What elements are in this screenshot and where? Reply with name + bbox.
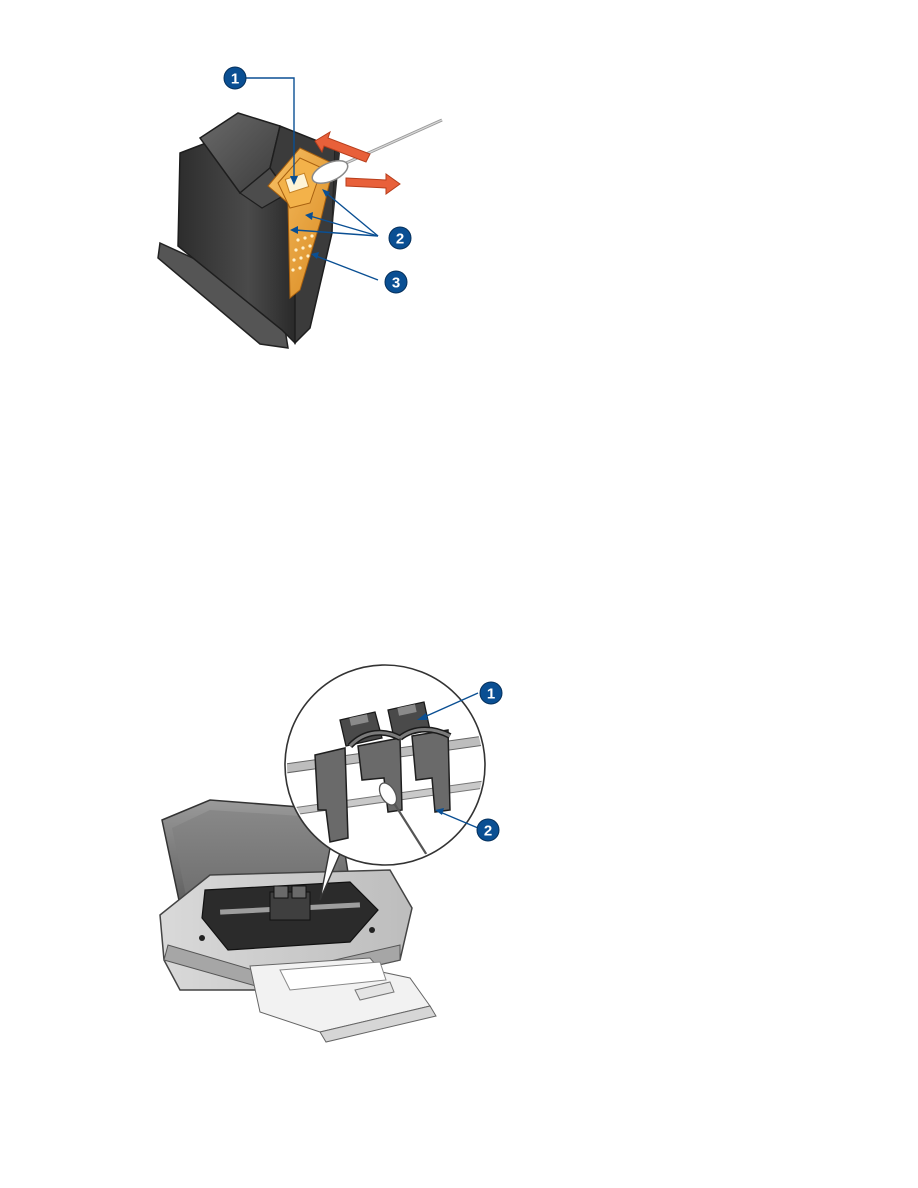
callout-1-number: 1	[231, 71, 239, 88]
magnified-cradle-view	[284, 664, 486, 866]
cartridge-cleaning-illustration: 1 2 3	[150, 58, 450, 350]
callout-leaders-2	[421, 692, 479, 829]
callout-3-number: 3	[392, 275, 400, 292]
printer-cradle-illustration: 1 2	[150, 660, 520, 1045]
callout-2-badge: 2	[388, 226, 412, 250]
cleaning-swab	[311, 118, 443, 185]
callout-1-badge: 1	[223, 66, 247, 90]
callout-leaders	[246, 77, 379, 281]
printer-cradle-svg: 1 2	[159, 664, 503, 1043]
callout-3-badge: 3	[384, 270, 408, 294]
callout-1-badge-fig2: 1	[479, 681, 503, 705]
printer	[159, 799, 437, 1043]
callout-1-number-fig2: 1	[487, 686, 495, 703]
motion-arrows-icon	[314, 130, 401, 195]
callout-2-number: 2	[396, 231, 404, 248]
cartridge-cleaning-svg: 1 2 3	[157, 66, 443, 349]
callout-2-number-fig2: 2	[484, 823, 492, 840]
leader-arrowheads	[290, 176, 330, 259]
callout-2-badge-fig2: 2	[476, 818, 500, 842]
leader-arrowheads-2	[417, 713, 444, 815]
